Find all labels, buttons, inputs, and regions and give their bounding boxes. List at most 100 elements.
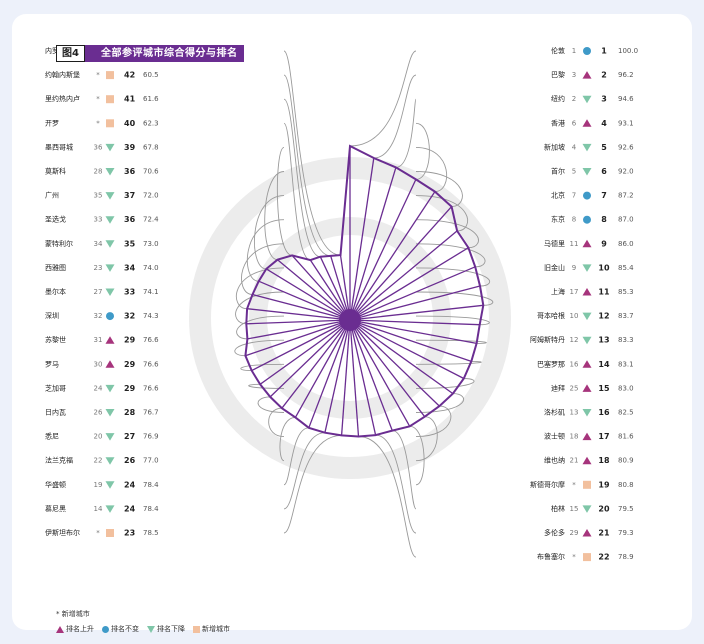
city-label: 里约热内卢: [45, 94, 80, 103]
legend-same-icon: [102, 625, 109, 633]
city-label: 新加坡: [544, 142, 565, 151]
change-down-icon: [105, 288, 115, 296]
score-spoke: [349, 266, 476, 321]
score-spoke: [245, 319, 351, 357]
leader-line: [409, 425, 425, 486]
leader-line: [415, 171, 463, 208]
leader-line: [373, 74, 417, 159]
city-label: 悉尼: [45, 432, 59, 441]
score-label: 83.0: [618, 384, 634, 392]
city-label: 西雅图: [45, 263, 66, 272]
score-spoke: [258, 280, 351, 321]
leader-line: [415, 267, 490, 287]
prev-rank: 32: [94, 312, 103, 320]
score-spoke: [247, 319, 351, 340]
change-down-icon: [105, 505, 115, 513]
change-down-icon: [582, 168, 592, 176]
legend-label: 新增城市: [202, 625, 230, 633]
leader-line: [283, 427, 309, 486]
score-label: 76.6: [143, 360, 159, 368]
score-label: 94.6: [618, 95, 634, 103]
score-label: 80.8: [618, 481, 634, 489]
rank-label: 29: [124, 360, 136, 369]
score-label: 78.4: [143, 505, 159, 513]
score-spoke: [252, 293, 351, 321]
prev-rank: 35: [94, 192, 103, 200]
city-label: 巴塞罗那: [537, 359, 565, 368]
city-label: 维也纳: [544, 456, 565, 465]
city-label: 广州: [45, 191, 59, 200]
city-label: 开罗: [45, 119, 59, 127]
prev-rank: 31: [94, 336, 103, 344]
score-spoke: [349, 191, 436, 321]
city-label: 苏黎世: [45, 335, 66, 344]
legend-item: 新增城市: [193, 624, 230, 634]
city-label: 多伦多: [544, 528, 565, 537]
change-up-icon: [582, 360, 592, 368]
score-label: 62.3: [143, 119, 159, 127]
change-up-icon: [582, 384, 592, 392]
city-label: 约翰内斯堡: [45, 70, 80, 79]
leader-line: [415, 146, 448, 193]
city-label: 墨西哥城: [45, 143, 73, 151]
change-down-icon: [582, 312, 592, 321]
city-label: 深圳: [45, 311, 59, 320]
rank-label: 22: [598, 553, 609, 562]
change-same-icon: [106, 312, 114, 321]
rank-label: 6: [601, 167, 607, 176]
leader-line: [358, 436, 417, 558]
score-spoke: [247, 308, 351, 321]
legend-item: 排名上升: [56, 624, 94, 634]
rank-label: 37: [124, 191, 135, 200]
leader-line: [248, 383, 285, 389]
change-down-icon: [105, 216, 115, 224]
center-hub: [339, 309, 361, 331]
score-label: 61.6: [143, 95, 159, 103]
rank-label: 7: [601, 191, 607, 200]
change-up-icon: [582, 239, 592, 248]
leader-line: [264, 171, 285, 261]
rank-label: 8: [601, 215, 607, 224]
score-spoke: [281, 319, 351, 409]
rank-label: 18: [598, 456, 610, 465]
legend-label: 排名下降: [157, 625, 185, 633]
legend: 排名上升排名不变排名下降新增城市: [56, 624, 230, 634]
prev-rank: 8: [572, 216, 576, 224]
score-label: 72.4: [143, 216, 159, 224]
leader-line: [235, 267, 285, 310]
rank-label: 36: [124, 167, 136, 176]
change-down-icon: [105, 168, 115, 176]
score-spoke: [349, 179, 417, 321]
leader-line: [415, 219, 479, 249]
score-label: 78.4: [143, 481, 159, 489]
rank-label: 23: [124, 529, 135, 538]
score-label: 87.0: [618, 216, 634, 224]
leader-line: [283, 74, 331, 257]
prev-rank: 6: [572, 119, 577, 127]
prev-rank: 11: [570, 240, 579, 248]
score-label: 80.9: [618, 457, 634, 465]
score-label: 92.0: [618, 168, 634, 176]
leader-line: [415, 405, 452, 438]
rank-label: 24: [124, 480, 136, 489]
prev-rank: *: [96, 71, 100, 79]
change-up-icon: [582, 456, 592, 465]
score-spoke: [349, 167, 397, 321]
figure-title-tag: 图4 全部参评城市综合得分与排名: [56, 45, 245, 62]
prev-rank: 26: [94, 409, 103, 417]
score-label: 81.6: [618, 433, 634, 441]
leader-line: [415, 291, 494, 306]
prev-rank: *: [96, 95, 100, 103]
leader-line: [395, 98, 417, 168]
change-down-icon: [105, 457, 115, 465]
score-label: 83.1: [618, 360, 634, 368]
score-spoke: [319, 256, 351, 321]
score-spoke: [349, 319, 480, 326]
prev-rank: 17: [570, 288, 579, 296]
figure-title: 全部参评城市综合得分与排名: [84, 45, 245, 62]
city-label: 伊斯坦布尔: [45, 528, 80, 537]
leader-lines: [234, 50, 494, 558]
rank-label: 36: [124, 215, 136, 224]
rank-label: 5: [601, 143, 607, 152]
